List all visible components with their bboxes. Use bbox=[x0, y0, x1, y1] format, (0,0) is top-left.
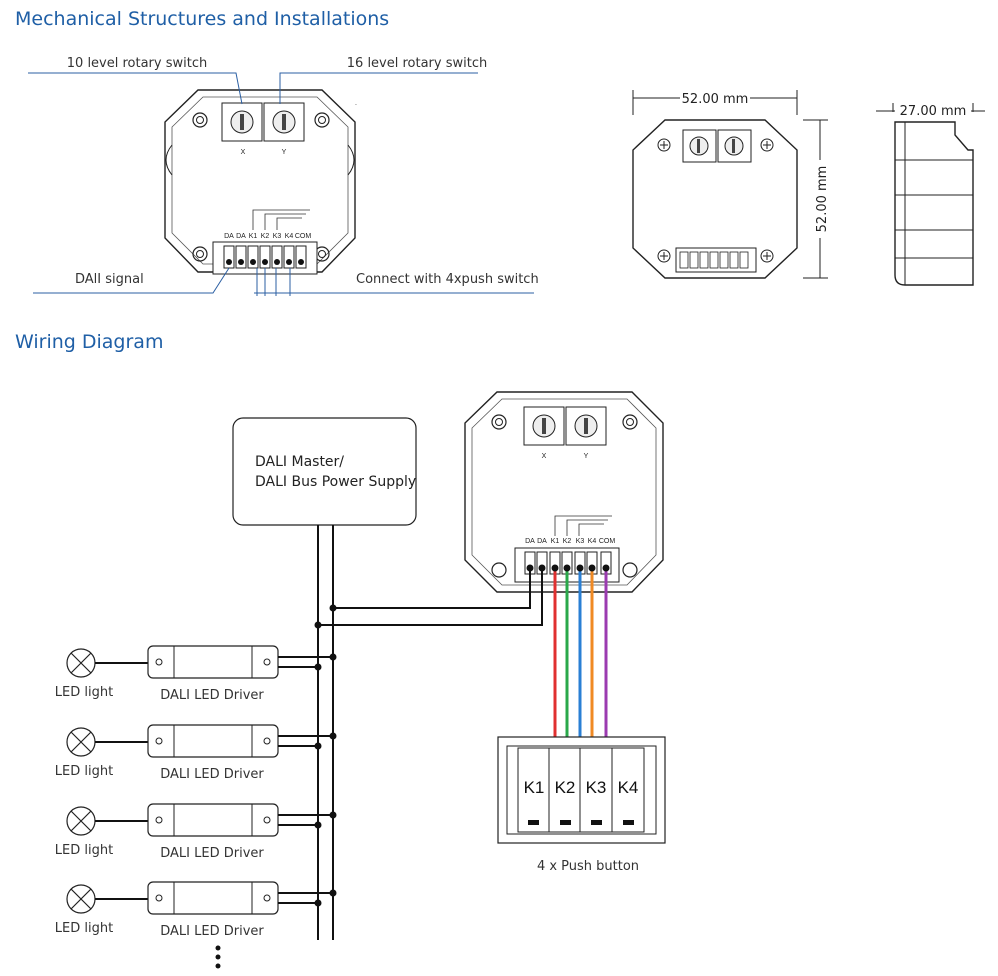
wiring-terminal-label: K1 bbox=[551, 538, 560, 545]
switch-x-label: X bbox=[241, 149, 246, 156]
push-button-wires bbox=[553, 570, 608, 740]
device-side-view: 27.00 mm bbox=[876, 103, 985, 286]
terminal-label: K1 bbox=[249, 233, 258, 240]
push-button-k2[interactable] bbox=[548, 747, 581, 833]
height-dimension: 52.00 mm bbox=[815, 166, 830, 233]
wiring-terminal-label: DA bbox=[525, 538, 535, 545]
key-label: K1 bbox=[524, 778, 545, 797]
wiring-terminal-label: K4 bbox=[588, 538, 597, 545]
dali-master-label-line1: DALI Master/ bbox=[255, 454, 344, 470]
led-row: LED light DALI LED Driver bbox=[55, 645, 337, 703]
dali-bus-lines bbox=[317, 525, 334, 940]
wiring-terminal-label: K2 bbox=[563, 538, 572, 545]
key-label: K3 bbox=[586, 778, 607, 797]
rotary16-label: 16 level rotary switch bbox=[347, 56, 487, 71]
dali-led-driver bbox=[147, 724, 279, 758]
push-button-k4[interactable] bbox=[611, 747, 645, 833]
dali-led-driver bbox=[147, 803, 279, 837]
dali-led-driver bbox=[147, 881, 279, 915]
device-top-view: X Y DA DA K1 K2 K3 K4 COM bbox=[164, 89, 357, 275]
callout-lines bbox=[28, 72, 534, 296]
dali-driver-label: DALI LED Driver bbox=[160, 688, 264, 703]
dali-master-box bbox=[232, 417, 417, 526]
wiring-terminal-dots bbox=[526, 564, 610, 572]
wiring-terminal-label: COM bbox=[599, 538, 616, 545]
dali-master-label-line2: DALI Bus Power Supply bbox=[255, 474, 416, 490]
wiring-switch-x-label: X bbox=[542, 453, 547, 460]
push-button-label: 4 x Push button bbox=[537, 859, 639, 874]
dali-bus-connection bbox=[318, 570, 543, 626]
device-wiring: X Y DA DA K1 K2 K3 K4 COM bbox=[464, 391, 664, 593]
dot-mark: . bbox=[355, 100, 357, 107]
led-light-label: LED light bbox=[55, 764, 113, 779]
led-light-label: LED light bbox=[55, 685, 113, 700]
terminal-label: DA bbox=[236, 233, 246, 240]
terminal-label: DA bbox=[224, 233, 234, 240]
dali-led-driver bbox=[147, 645, 279, 679]
section-title-mechanical: Mechanical Structures and Installations bbox=[15, 8, 390, 30]
key-label: K4 bbox=[618, 778, 639, 797]
continuation-dots bbox=[215, 945, 221, 969]
wiring-terminal-label: DA bbox=[537, 538, 547, 545]
dali-driver-label: DALI LED Driver bbox=[160, 924, 264, 939]
wiring-terminal-label: K3 bbox=[576, 538, 585, 545]
push-button-k1[interactable] bbox=[517, 747, 550, 833]
wiring-switch-y-label: Y bbox=[584, 453, 589, 460]
dali-driver-label: DALI LED Driver bbox=[160, 846, 264, 861]
push-button-panel: K1 K2 K3 K4 bbox=[497, 736, 666, 844]
section-title-wiring: Wiring Diagram bbox=[15, 331, 164, 353]
led-row: LED light DALI LED Driver bbox=[55, 881, 337, 939]
dali-signal-label: DAlI signal bbox=[75, 272, 144, 287]
rotary10-label: 10 level rotary switch bbox=[67, 56, 207, 71]
dali-driver-label: DALI LED Driver bbox=[160, 767, 264, 782]
led-row: LED light DALI LED Driver bbox=[55, 803, 337, 861]
terminal-label: K4 bbox=[285, 233, 294, 240]
push-switch-label: Connect with 4xpush switch bbox=[356, 272, 539, 287]
terminal-label: COM bbox=[295, 233, 312, 240]
width-dimension: 52.00 mm bbox=[682, 92, 749, 107]
led-light-label: LED light bbox=[55, 843, 113, 858]
terminal-label: K2 bbox=[261, 233, 270, 240]
switch-y-label: Y bbox=[282, 149, 287, 156]
depth-dimension: 27.00 mm bbox=[900, 104, 967, 119]
key-label: K2 bbox=[555, 778, 576, 797]
terminal-label: K3 bbox=[273, 233, 282, 240]
device-dimension-view: 52.00 mm 52.00 mm bbox=[632, 90, 830, 279]
terminal-block bbox=[223, 245, 307, 269]
led-row: LED light DALI LED Driver bbox=[55, 724, 337, 782]
led-light-label: LED light bbox=[55, 921, 113, 936]
